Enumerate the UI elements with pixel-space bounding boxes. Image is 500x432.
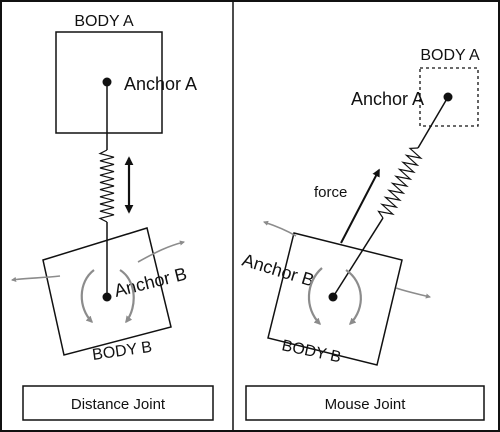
left-push-arrow-left [10,275,61,282]
left-anchor-b-dot [102,292,112,302]
left-rotate-arrow-1 [80,269,95,323]
force-label: force [314,184,347,201]
left-body-b-label: BODY B [91,339,153,364]
right-anchor-b-dot [328,292,338,302]
left-body-a [55,31,163,134]
right-anchor-b-label: Anchor B [240,250,317,291]
right-body-a-target [419,67,479,127]
right-rotate-arrow-2 [345,269,362,325]
right-rod-upper [417,96,449,149]
right-body-b-label: BODY B [280,337,342,366]
right-body-b [267,232,403,366]
right-caption-box [245,385,485,421]
right-anchor-a-label: Anchor A [351,89,424,109]
left-rotate-arrow-2 [119,269,135,324]
left-anchor-b-label: Anchor B [112,264,189,301]
right-rotate-arrow-1 [307,267,323,325]
left-body-a-label: BODY A [74,13,134,30]
left-caption: Distance Joint [71,396,166,413]
right-rod-lower [332,217,384,298]
right-push-arrow-left [263,220,297,237]
left-anchor-a-label: Anchor A [124,74,197,94]
right-push-arrow-right [395,287,431,299]
right-spring [377,147,423,219]
left-body-b [42,227,172,356]
right-caption: Mouse Joint [325,396,407,413]
force-arrow [340,168,380,244]
right-body-a-label: BODY A [420,47,480,64]
left-caption-box [22,385,214,421]
left-push-arrow-right [137,240,185,263]
left-spring [98,149,115,223]
